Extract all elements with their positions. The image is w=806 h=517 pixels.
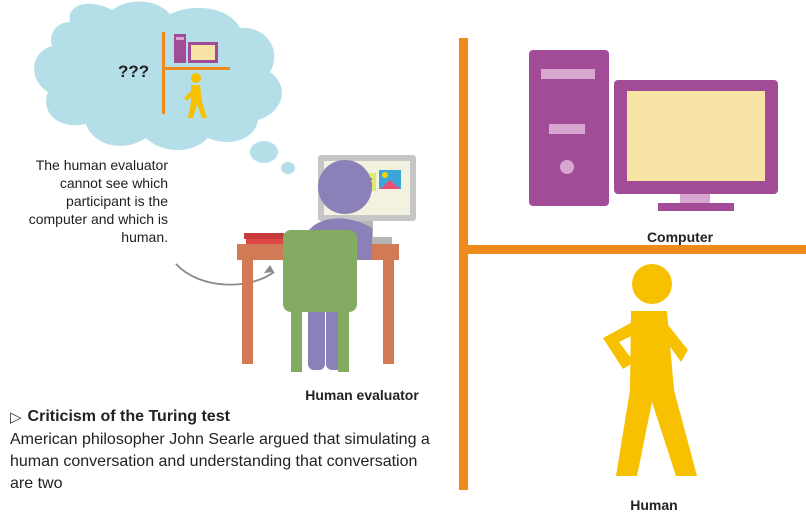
vertical-divider: [459, 38, 468, 490]
annotation-text: The human evaluator cannot see which par…: [28, 157, 168, 245]
human-figure: [603, 264, 697, 476]
thought-bubble: [34, 1, 295, 174]
mini-computer-icon: [174, 34, 218, 63]
horizontal-divider: [463, 245, 806, 254]
label-human-evaluator: Human evaluator: [305, 387, 419, 403]
criticism-heading: ▷ Criticism of the Turing test: [10, 408, 230, 426]
computer-icon: [529, 50, 778, 211]
bubble-dot-large: [250, 141, 278, 163]
label-computer: Computer: [646, 229, 714, 245]
mini-human-icon: [184, 73, 207, 118]
question-marks: ???: [118, 62, 150, 81]
triangle-marker-icon: ▷: [10, 409, 22, 426]
annotation-arrow: [175, 263, 275, 286]
criticism-title: Criticism of the Turing test: [27, 408, 230, 425]
criticism-body: American philosopher John Searle argued …: [10, 431, 430, 492]
annotation-arrowhead: [264, 265, 274, 273]
label-human: Human: [630, 497, 678, 513]
bubble-dot-small: [281, 162, 295, 174]
evaluator-chair: [283, 230, 357, 372]
books: [244, 233, 284, 244]
